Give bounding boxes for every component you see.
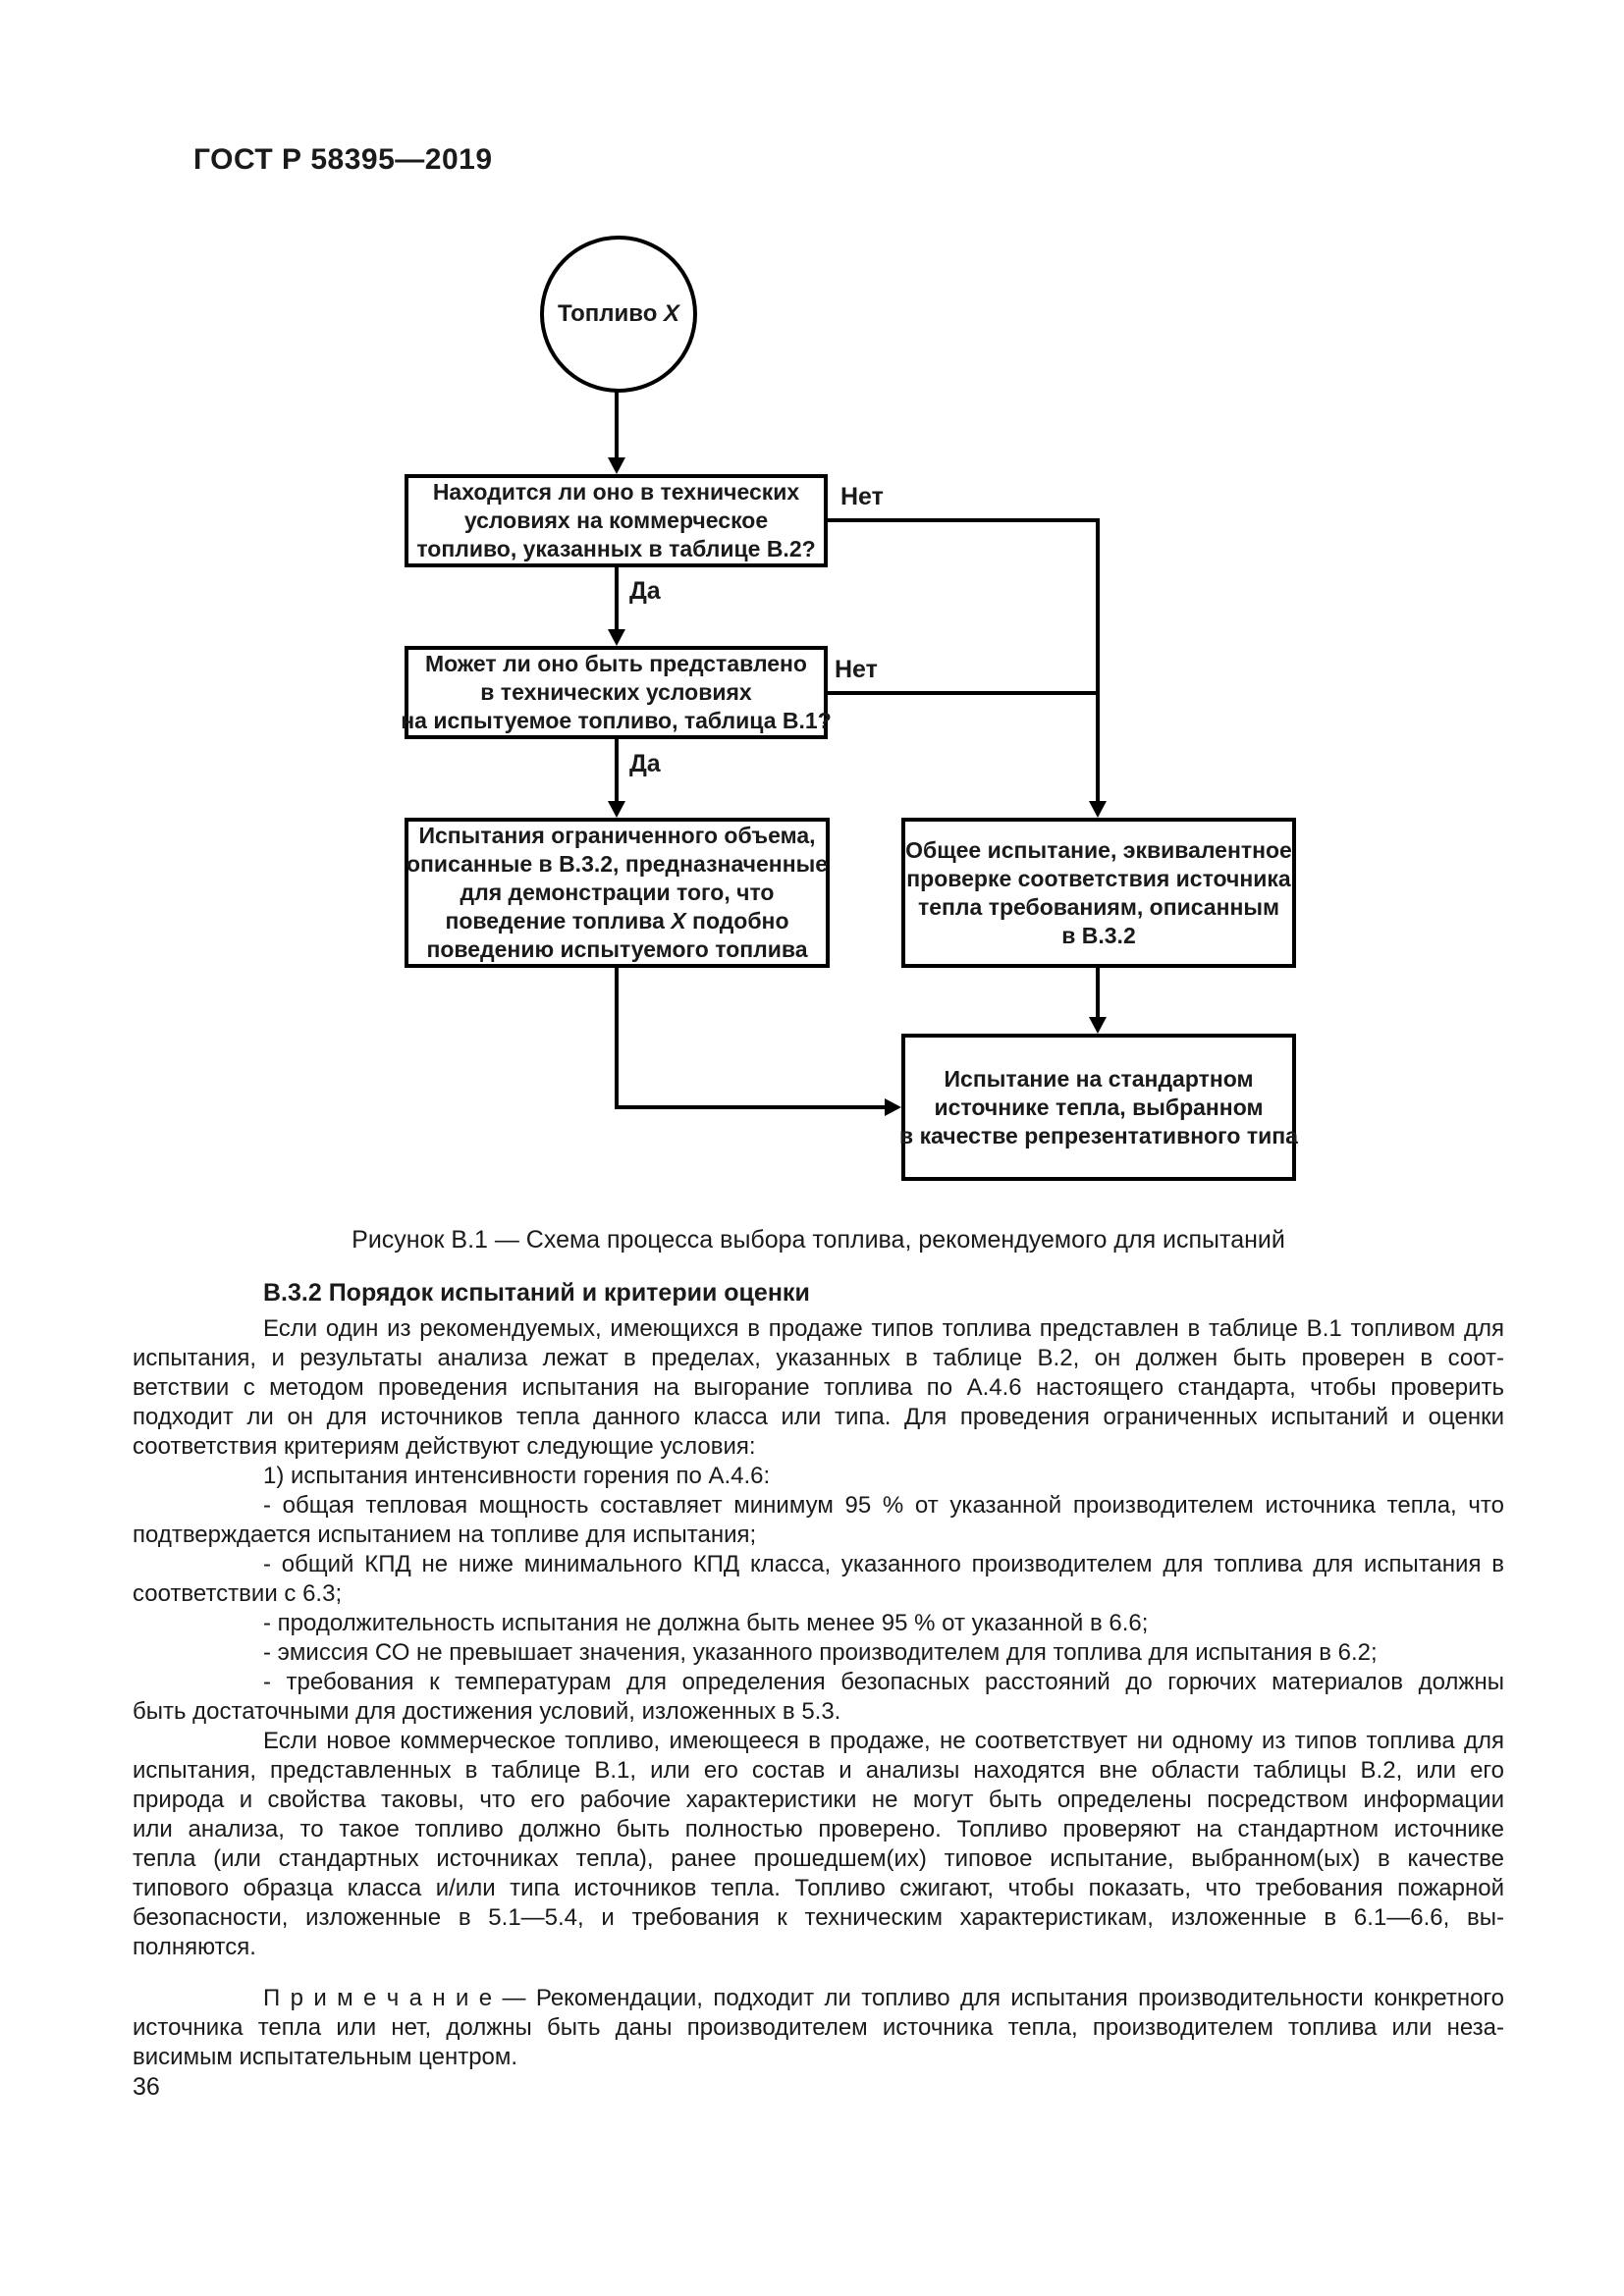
- connector-line: [828, 518, 1100, 522]
- fuel-selection-flowchart: Топливо X Находится ли оно в технических…: [401, 236, 1298, 1181]
- text-line: или анализа, то такое топливо должно быт…: [133, 1816, 1504, 1842]
- flowchart-box-line: источнике тепла, выбранном: [934, 1094, 1264, 1120]
- text-line: полняются.: [133, 1934, 256, 1960]
- flowchart-box-line: условиях на коммерческое: [463, 507, 769, 533]
- body-paragraph: - требования к температурам для определе…: [133, 1668, 1504, 1727]
- page-number: 36: [133, 2073, 160, 2101]
- text-line: соответствии с 6.3;: [133, 1580, 343, 1607]
- flowchart-box-limited-tests: Испытания ограниченного объема, описанные…: [405, 818, 830, 968]
- text-line: испытания, представленных в таблице В.1,…: [133, 1757, 1504, 1784]
- document-header: ГОСТ Р 58395—2019: [193, 143, 493, 176]
- body-paragraph: - продолжительность испытания не должна …: [133, 1609, 1504, 1638]
- text-line: типового образца класса и/или типа источ…: [133, 1875, 1504, 1901]
- connector-line: [1096, 968, 1100, 1019]
- body-paragraph: - эмиссия СО не превышает значения, указ…: [133, 1638, 1504, 1668]
- arrowhead-down-icon: [1089, 1017, 1107, 1034]
- flowchart-box-line: на испытуемое топливо, таблица В.1?: [401, 708, 832, 733]
- connector-line: [615, 739, 619, 802]
- flowchart-box-line: Общее испытание, эквивалентное: [905, 836, 1292, 863]
- edge-label-yes-2: Да: [629, 750, 661, 777]
- text-line: тепла (или стандартных источниках тепла)…: [133, 1845, 1504, 1872]
- text-line: испытания, и результаты анализа лежат в …: [133, 1345, 1504, 1371]
- text-line: - общий КПД не ниже минимального КПД кла…: [263, 1551, 1504, 1577]
- text-line: - требования к температурам для определе…: [263, 1669, 1504, 1695]
- flowchart-box-line: тепла требованиям, описанным: [917, 893, 1280, 920]
- edge-label-yes-1: Да: [629, 577, 661, 605]
- flowchart-box-line: проверке соответствия источника: [906, 865, 1291, 891]
- body-paragraph: 1) испытания интенсивности горения по А.…: [133, 1462, 1504, 1491]
- connector-line: [615, 968, 619, 1109]
- arrowhead-down-icon: [608, 457, 625, 474]
- flowchart-box-line: в В.3.2: [1061, 922, 1136, 948]
- text-line: природа и свойства таковы, что его рабоч…: [133, 1787, 1504, 1813]
- body-paragraph: Если один из рекомендуемых, имеющихся в …: [133, 1314, 1504, 1462]
- flowchart-box-line: Может ли оно быть представлено: [425, 651, 807, 676]
- flowchart-box-line: описанные в В.3.2, предназначенные: [406, 851, 829, 877]
- text-line: Если один из рекомендуемых, имеющихся в …: [263, 1315, 1504, 1342]
- text-line: подходит ли он для источников тепла данн…: [133, 1404, 1504, 1430]
- edge-label-no-1: Нет: [840, 483, 884, 510]
- flowchart-box-line: в качестве репрезентативного типа: [899, 1122, 1298, 1148]
- flowchart-box-line: для демонстрации того, что: [460, 880, 775, 905]
- flowchart-box-line: Топливо X: [557, 300, 680, 327]
- section-heading: В.3.2 Порядок испытаний и критерии оценк…: [263, 1279, 810, 1307]
- arrowhead-right-icon: [885, 1098, 901, 1116]
- connector-line: [615, 567, 619, 630]
- flowchart-box-line: поведению испытуемого топлива: [426, 936, 808, 962]
- flowchart-box-line: поведение топлива X подобно: [445, 908, 789, 934]
- text-line: безопасности, изложенные в 5.1—5.4, и тр…: [133, 1904, 1504, 1931]
- flowchart-box-line: Испытания ограниченного объема,: [418, 823, 816, 848]
- flowchart-box-line: Находится ли оно в технических: [432, 479, 800, 505]
- connector-line: [1096, 518, 1100, 803]
- connector-line: [615, 391, 619, 459]
- flowchart-box-test-fuel-question: Может ли оно быть представлено в техничес…: [401, 646, 832, 739]
- text-line: висимым испытательным центром.: [133, 2044, 518, 2070]
- text-line: быть достаточными для достижения условий…: [133, 1698, 841, 1725]
- connector-line: [828, 691, 1100, 695]
- body-paragraph: - общая тепловая мощность составляет мин…: [133, 1491, 1504, 1550]
- arrowhead-down-icon: [608, 629, 625, 646]
- connector-line: [615, 1105, 887, 1109]
- text-line: 1) испытания интенсивности горения по А.…: [263, 1463, 771, 1489]
- text-line: Если новое коммерческое топливо, имеющее…: [263, 1728, 1504, 1754]
- text-line: ветствии с методом проведения испытания …: [133, 1374, 1504, 1401]
- arrowhead-down-icon: [1089, 801, 1107, 818]
- text-line: подтверждается испытанием на топливе для…: [133, 1522, 757, 1548]
- flowchart-box-line: Испытание на стандартном: [944, 1065, 1254, 1092]
- body-paragraph: - общий КПД не ниже минимального КПД кла…: [133, 1550, 1504, 1609]
- flowchart-box-line: в технических условиях: [480, 679, 752, 705]
- arrowhead-down-icon: [608, 801, 625, 818]
- text-line: - общая тепловая мощность составляет мин…: [263, 1492, 1504, 1519]
- text-line: соответствия критериям действуют следующ…: [133, 1433, 756, 1460]
- section-body: Если один из рекомендуемых, имеющихся в …: [133, 1314, 1504, 2072]
- edge-label-no-2: Нет: [835, 656, 878, 683]
- note-paragraph: П р и м е ч а н и е — Рекомендации, подх…: [133, 1984, 1504, 2072]
- text-line: - продолжительность испытания не должна …: [263, 1610, 1149, 1636]
- figure-caption: Рисунок В.1 — Схема процесса выбора топл…: [352, 1226, 1285, 1254]
- text-line: - эмиссия СО не превышает значения, указ…: [263, 1639, 1378, 1666]
- body-paragraph: Если новое коммерческое топливо, имеющее…: [133, 1727, 1504, 1962]
- text-line: П р и м е ч а н и е — Рекомендации, подх…: [263, 1985, 1504, 2011]
- text-line: источника тепла или нет, должны быть дан…: [133, 2014, 1504, 2041]
- flowchart-start-node: Топливо X: [540, 236, 697, 393]
- flowchart-box-line: топливо, указанных в таблице В.2?: [416, 536, 816, 561]
